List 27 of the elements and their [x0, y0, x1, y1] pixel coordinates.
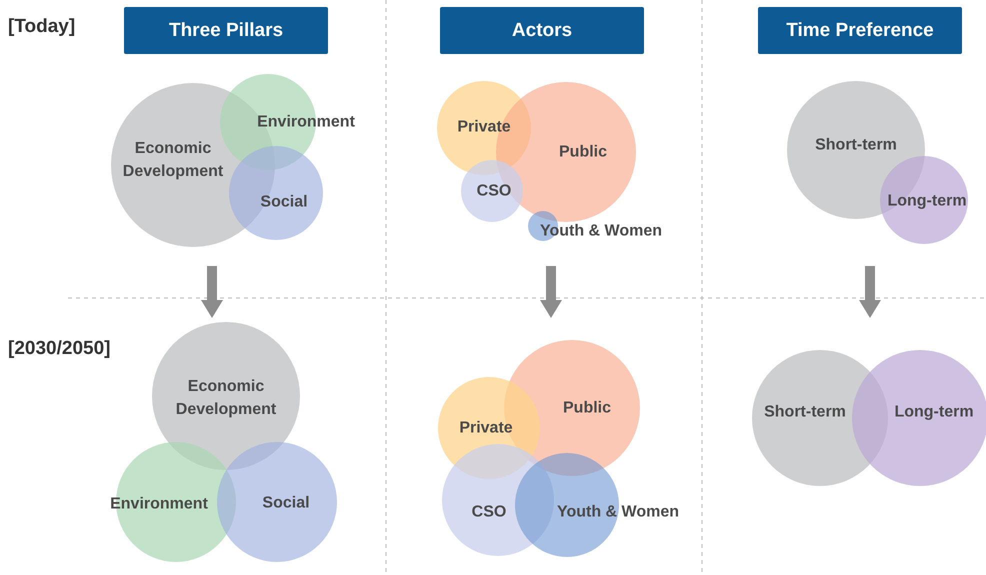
column-header: Actors — [440, 7, 644, 54]
circle-label: Youth & Women — [556, 502, 680, 522]
block-arrow — [201, 266, 223, 318]
circle-caption: Youth & Women — [540, 222, 662, 242]
row-label: [Today] — [8, 16, 76, 38]
circle-label: Environment — [257, 112, 355, 132]
circle-label: Economic Development — [122, 139, 224, 182]
circle-label: Economic Development — [174, 377, 278, 420]
circle-label: Public — [559, 142, 607, 162]
circle-label: Private — [459, 418, 513, 438]
circle-label: Long-term — [894, 402, 974, 422]
column-header: Time Preference — [758, 7, 962, 54]
block-arrow — [540, 266, 562, 318]
circle-label: CSO — [472, 502, 506, 522]
row-label: [2030/2050] — [8, 338, 110, 360]
column-header: Three Pillars — [124, 7, 328, 54]
circle-label: Private — [457, 118, 511, 138]
block-arrow — [859, 266, 881, 318]
circle-label: CSO — [476, 182, 512, 202]
circle-label: Public — [563, 398, 611, 418]
circle-label: Environment — [110, 494, 208, 514]
circle-label: Social — [260, 192, 308, 212]
circle-label: Short-term — [764, 402, 846, 422]
circle-label: Long-term — [887, 192, 967, 212]
circle-label: Short-term — [815, 136, 897, 156]
circle-label: Social — [262, 494, 310, 514]
venn-circle — [461, 160, 523, 222]
